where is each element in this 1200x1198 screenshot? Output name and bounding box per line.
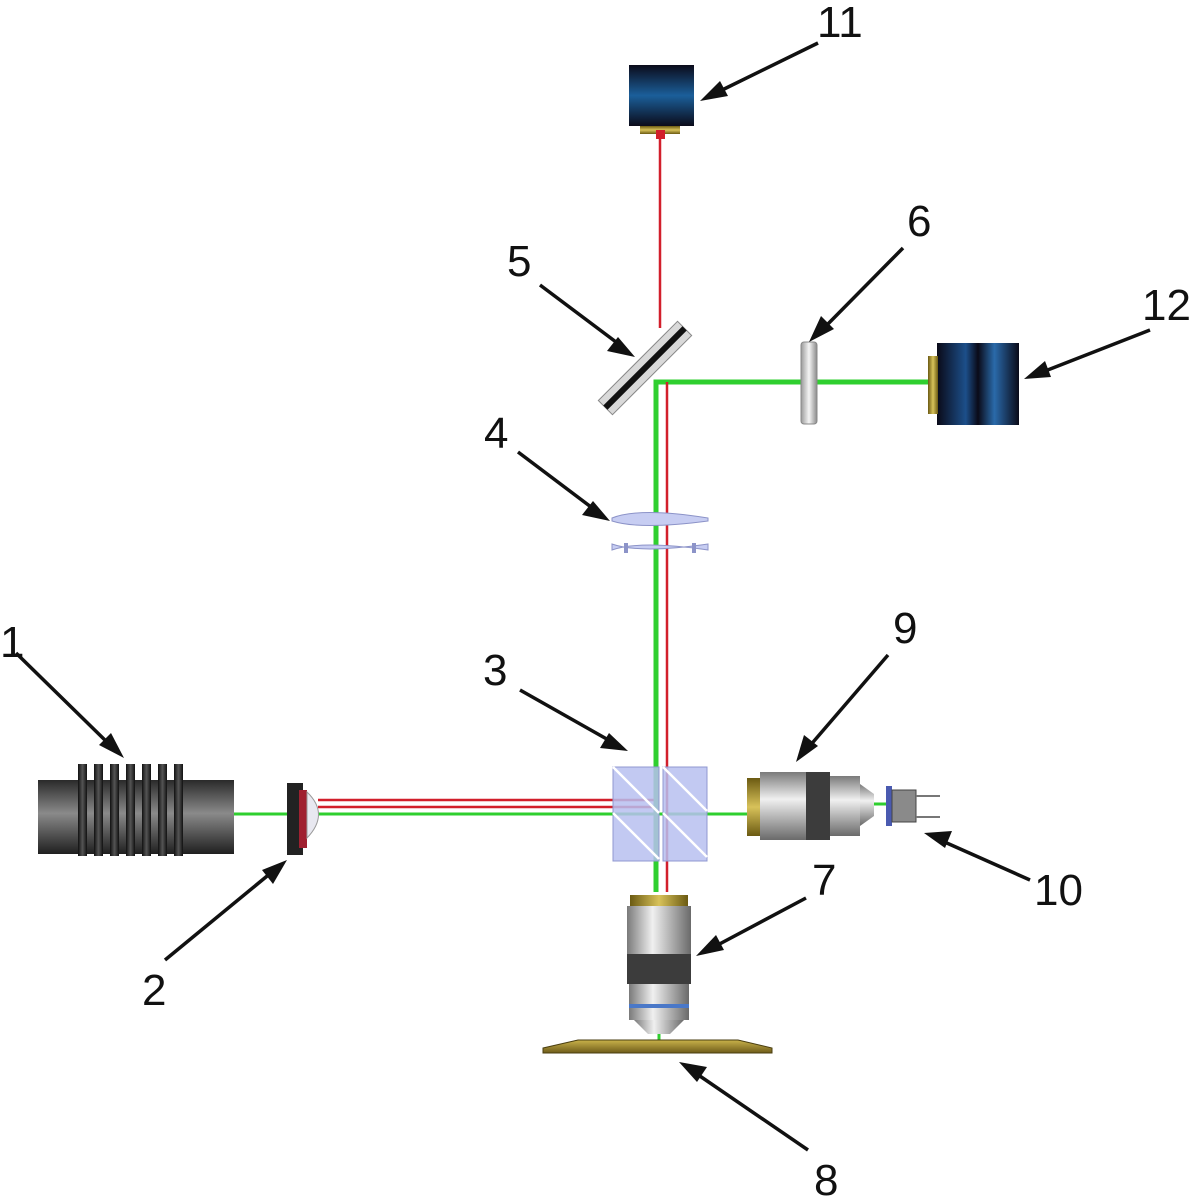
beam-splitter-cubes — [612, 766, 708, 862]
arrow-12 — [1039, 328, 1151, 375]
arrow-12-head — [1024, 361, 1051, 379]
arrow-6 — [820, 246, 905, 332]
arrow-1 — [14, 651, 112, 747]
arrow-7-head — [696, 935, 724, 956]
emission-filter — [800, 341, 818, 425]
label-6: 6 — [907, 197, 931, 246]
label-8: 8 — [814, 1156, 838, 1198]
arrow-8-head — [679, 1062, 707, 1082]
label-4: 4 — [484, 409, 508, 458]
arrow-10-head — [924, 831, 952, 848]
arrow-4-head — [582, 501, 610, 521]
arrow-7 — [711, 896, 807, 950]
sample-stage — [542, 1039, 773, 1054]
leader-arrows — [14, 41, 1151, 1152]
collimating-lens — [287, 783, 319, 855]
dichroic-mirror — [597, 320, 693, 416]
sample-holder — [886, 786, 940, 826]
label-3: 3 — [483, 646, 507, 695]
label-9: 9 — [893, 604, 917, 653]
arrow-5 — [538, 283, 622, 347]
arrow-6-head — [809, 316, 834, 342]
excitation-beam-vertical — [653, 379, 930, 892]
arrow-2 — [163, 870, 274, 962]
beam-paths — [234, 138, 930, 1042]
arrow-9-head — [796, 735, 818, 762]
detector-camera-top — [629, 65, 694, 139]
arrow-3 — [519, 688, 613, 744]
relay-lens-pair — [611, 512, 709, 553]
arrow-8 — [693, 1070, 809, 1152]
arrow-9 — [806, 653, 890, 750]
arrow-2-head — [262, 860, 287, 884]
arrow-3-head — [600, 733, 628, 751]
arrow-4 — [516, 450, 597, 512]
arrow-10 — [939, 838, 1031, 882]
objective-lens-vertical — [627, 895, 691, 1034]
arrow-5-head — [607, 337, 635, 357]
arrow-11 — [715, 41, 819, 95]
label-5: 5 — [507, 237, 531, 286]
label-1: 1 — [0, 618, 24, 667]
label-7: 7 — [812, 856, 836, 905]
arrow-11-head — [700, 81, 728, 101]
label-2: 2 — [142, 966, 166, 1015]
detector-camera-right — [928, 343, 1019, 425]
label-11: 11 — [817, 0, 863, 47]
objective-lens-horizontal — [747, 772, 874, 840]
laser-source — [38, 764, 234, 856]
label-12: 12 — [1142, 281, 1191, 330]
label-10: 10 — [1034, 866, 1083, 915]
arrow-1-head — [99, 733, 124, 758]
